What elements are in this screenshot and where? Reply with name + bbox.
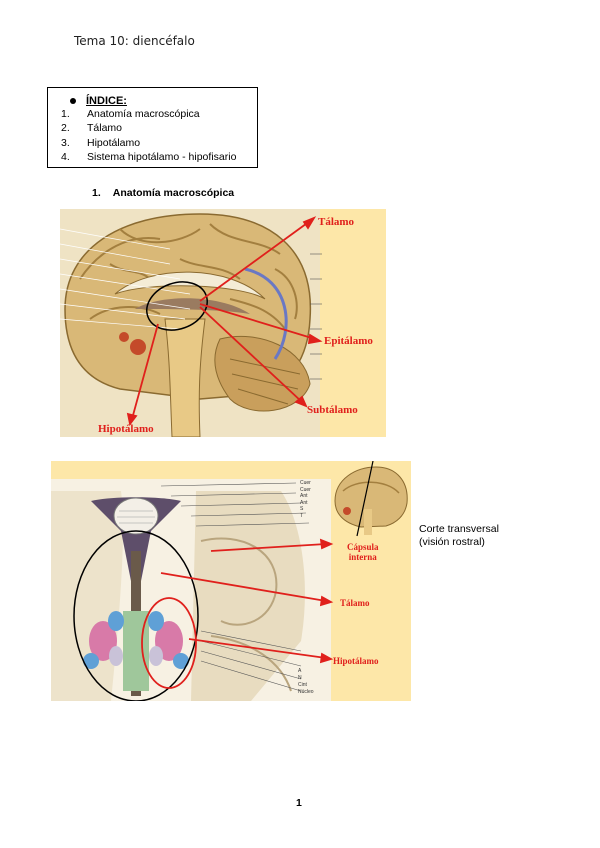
index-item-talamo[interactable]: Tálamo (87, 122, 123, 134)
side-label: Núcleo (298, 689, 314, 695)
label-capsula-line1: Cápsula (347, 542, 379, 552)
index-item-number: 1. (61, 108, 70, 120)
label-epitalamo: Epitálamo (324, 335, 373, 347)
side-labels-bottom: A N Cint Núcleo (298, 668, 314, 696)
index-box (47, 87, 258, 168)
document-header-title: Tema 10: diencéfalo (74, 34, 195, 48)
label-capsula-interna: Cápsula interna (347, 542, 379, 562)
label-hipotalamo: Hipotálamo (98, 423, 154, 435)
side-label: N (298, 675, 302, 681)
label-talamo: Tálamo (318, 216, 355, 228)
side-label: Cint (298, 682, 307, 688)
side-label: Cuer (300, 486, 311, 493)
side-label: S (300, 506, 304, 512)
label-talamo-coronal: Tálamo (340, 598, 370, 608)
sagittal-brain-illustration (59, 209, 386, 438)
index-item-number: 3. (61, 137, 70, 149)
index-heading-label: ÍNDICE: (86, 95, 127, 107)
figure-sagittal-brain: Tálamo Epitálamo Subtálamo Hipotálamo (59, 209, 386, 438)
side-label: A (298, 668, 302, 674)
caption-line2: (visión rostral) (419, 536, 485, 548)
inset-brain (331, 460, 411, 537)
section-heading: 1. Anatomía macroscópica (92, 187, 234, 199)
page-number: 1 (296, 797, 302, 809)
bullet-icon (70, 98, 76, 105)
caption-line1: Corte transversal (419, 523, 499, 535)
side-label: Cuer (300, 480, 311, 486)
index-heading: ÍNDICE: (70, 95, 127, 107)
label-subtalamo: Subtálamo (307, 404, 358, 416)
coronal-section-illustration (51, 460, 411, 702)
section-heading-number: 1. (92, 187, 101, 199)
side-label: T (300, 512, 304, 519)
side-label: Ant (300, 493, 308, 499)
index-item-number: 4. (61, 151, 70, 163)
index-item-sistema[interactable]: Sistema hipotálamo - hipofisario (87, 151, 237, 163)
index-item-hipotalamo[interactable]: Hipotálamo (87, 137, 141, 149)
side-label: Ant (300, 499, 308, 506)
label-hipotalamo-coronal: Hipotálamo (333, 656, 379, 666)
index-item-number: 2. (61, 122, 70, 134)
figure-coronal-section: Cápsula interna Tálamo Hipotálamo Cuer C… (51, 460, 411, 702)
side-labels-top: Cuer Cuer Ant Ant S T (300, 480, 311, 519)
index-item-anatomia[interactable]: Anatomía macroscópica (87, 108, 200, 120)
label-capsula-line2: interna (348, 552, 377, 562)
figure-caption: Corte transversal (visión rostral) (419, 523, 499, 549)
section-heading-title: Anatomía macroscópica (112, 187, 235, 199)
